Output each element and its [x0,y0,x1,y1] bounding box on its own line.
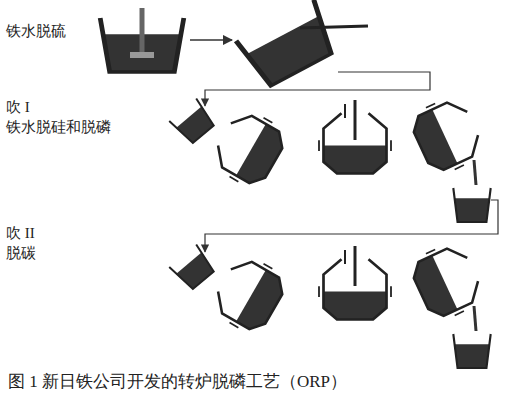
blow-two-sequence [169,239,490,368]
step-label: 脱碳 [6,244,36,262]
flow-line [205,72,430,106]
step-label: 铁水脱硫 [6,22,66,40]
step-label: 铁水脱硅和脱磷 [6,118,111,136]
desulfurization-ladle [100,8,184,72]
step-label: 吹 II [6,224,35,242]
pouring-ladle [236,0,368,90]
blow-one-sequence [169,93,490,222]
flow-line [205,200,498,252]
figure-caption: 图 1 新日铁公司开发的转炉脱磷工艺（ORP） [8,372,347,392]
flow-arrow [190,39,232,41]
step-label: 吹 I [6,98,30,116]
